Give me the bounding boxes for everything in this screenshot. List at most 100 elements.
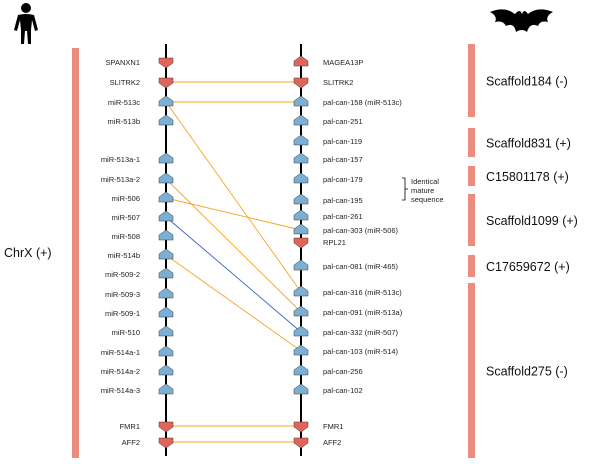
bat-gene-label: pal-can-316 (miR-513c) bbox=[323, 288, 402, 297]
human-mir-513a-2-marker bbox=[158, 172, 174, 184]
bat-magea13p-marker bbox=[293, 55, 309, 67]
bat-gene-label: pal-can-251 bbox=[323, 117, 363, 126]
scaffold-bar bbox=[468, 194, 475, 246]
human-mir-514a-3-marker bbox=[158, 383, 174, 395]
human-gene-label: miR-513a-2 bbox=[101, 175, 140, 184]
bat-gene-label: pal-can-256 bbox=[323, 367, 363, 376]
human-gene-label: miR-506 bbox=[112, 194, 140, 203]
bat-scaffold-track: Scaffold184 (-)Scaffold831 (+)C15801178 … bbox=[468, 44, 578, 458]
human-mir-509-1-marker bbox=[158, 306, 174, 318]
human-gene-label: miR-509-2 bbox=[105, 270, 140, 279]
human-gene-label: miR-514b bbox=[107, 251, 140, 260]
scaffold-bar bbox=[468, 283, 475, 458]
human-gene-label: SPANXN1 bbox=[106, 58, 140, 67]
bat-pal-can-316-mir-513c-marker bbox=[293, 285, 309, 297]
bat-gene-label: pal-can-195 bbox=[323, 196, 363, 205]
scaffold-label: C17659672 (+) bbox=[486, 260, 570, 274]
human-mir-513a-1-marker bbox=[158, 152, 174, 164]
bat-pal-can-158-mir-513c-marker bbox=[293, 95, 309, 107]
bat-pal-can-261-marker bbox=[293, 209, 309, 221]
bat-pal-can-119-marker bbox=[293, 134, 309, 146]
ortholog-link bbox=[165, 216, 302, 333]
bat-gene-label: FMR1 bbox=[323, 422, 343, 431]
scaffold-label: C15801178 (+) bbox=[486, 170, 569, 184]
human-gene-label: miR-509-1 bbox=[105, 309, 140, 318]
annotation-line-1: Identical bbox=[411, 177, 439, 186]
human-gene-label: miR-514a-2 bbox=[101, 367, 140, 376]
human-gene-label: FMR1 bbox=[120, 422, 140, 431]
bat-gene-label: pal-can-091 (miR-513a) bbox=[323, 308, 403, 317]
scaffold-bar bbox=[468, 128, 475, 157]
human-gene-label: miR-507 bbox=[112, 213, 140, 222]
human-gene-label: miR-514a-1 bbox=[101, 348, 140, 357]
scaffold-label: Scaffold1099 (+) bbox=[486, 214, 578, 228]
human-mir-513b-marker bbox=[158, 114, 174, 126]
bat-pal-can-332-mir-507-marker bbox=[293, 325, 309, 337]
human-gene-label: miR-514a-3 bbox=[101, 386, 140, 395]
bat-gene-label: RPL21 bbox=[323, 238, 346, 247]
bat-silhouette-icon bbox=[490, 9, 553, 32]
bat-gene-label: pal-can-158 (miR-513c) bbox=[323, 98, 402, 107]
bat-gene-label: pal-can-179 bbox=[323, 175, 363, 184]
human-gene-label: miR-508 bbox=[112, 232, 140, 241]
bat-gene-label: pal-can-081 (miR-465) bbox=[323, 262, 399, 271]
human-slitrk2-marker bbox=[158, 77, 174, 89]
bat-aff2-marker bbox=[293, 437, 309, 449]
human-fmr1-marker bbox=[158, 421, 174, 433]
bat-pal-can-195-marker bbox=[293, 193, 309, 205]
ortholog-link bbox=[165, 197, 302, 231]
human-spanxn1-marker bbox=[158, 57, 174, 69]
bat-gene-label: pal-can-102 bbox=[323, 386, 363, 395]
annotation-line-3: sequence bbox=[411, 195, 444, 204]
bat-gene-track: MAGEA13P SLITRK2 pal-can-158 (miR-513c) pal… bbox=[293, 55, 403, 449]
bat-gene-label: MAGEA13P bbox=[323, 58, 363, 67]
human-gene-label: SLITRK2 bbox=[110, 78, 140, 87]
human-mir-513c-marker bbox=[158, 95, 174, 107]
ortholog-link bbox=[165, 101, 302, 293]
human-chromosome-bar bbox=[72, 48, 79, 458]
human-mir-514a-2-marker bbox=[158, 364, 174, 376]
scaffold-label: Scaffold275 (-) bbox=[486, 365, 568, 379]
scaffold-label: Scaffold831 (+) bbox=[486, 137, 571, 151]
bat-rpl21-marker bbox=[293, 237, 309, 249]
ortholog-link bbox=[165, 254, 302, 352]
scaffold-bar bbox=[468, 166, 475, 186]
ortholog-links bbox=[165, 81, 302, 443]
bat-pal-can-157-marker bbox=[293, 152, 309, 164]
human-aff2-marker bbox=[158, 437, 174, 449]
bat-gene-label: pal-can-119 bbox=[323, 137, 362, 146]
bat-gene-label: pal-can-261 bbox=[323, 212, 363, 221]
human-mir-510-marker bbox=[158, 325, 174, 337]
bat-gene-label: pal-can-303 (miR-506) bbox=[323, 226, 399, 235]
bat-slitrk2-marker bbox=[293, 77, 309, 89]
bat-fmr1-marker bbox=[293, 421, 309, 433]
identical-sequence-annotation: Identical mature sequence bbox=[402, 177, 444, 204]
human-gene-label: miR-513b bbox=[107, 117, 140, 126]
bat-gene-label: SLITRK2 bbox=[323, 78, 353, 87]
human-mir-506-marker bbox=[158, 191, 174, 203]
bat-pal-can-251-marker bbox=[293, 114, 309, 126]
human-mir-509-3-marker bbox=[158, 287, 174, 299]
chromosome-label: ChrX (+) bbox=[4, 246, 52, 260]
bat-pal-can-102-marker bbox=[293, 383, 309, 395]
human-silhouette-icon bbox=[14, 3, 38, 44]
ortholog-link bbox=[165, 178, 302, 313]
bat-gene-label: pal-can-332 (miR-507) bbox=[323, 328, 399, 337]
scaffold-bar bbox=[468, 255, 475, 277]
bat-gene-label: AFF2 bbox=[323, 438, 341, 447]
human-mir-507-marker bbox=[158, 210, 174, 222]
bat-pal-can-303-mir-506-marker bbox=[293, 223, 309, 235]
human-gene-label: miR-509-3 bbox=[105, 290, 140, 299]
human-gene-label: miR-513a-1 bbox=[101, 155, 140, 164]
bat-gene-label: pal-can-103 (miR-514) bbox=[323, 347, 399, 356]
human-gene-label: AFF2 bbox=[122, 438, 140, 447]
human-mir-514b-marker bbox=[158, 248, 174, 260]
bat-gene-label: pal-can-157 bbox=[323, 155, 363, 164]
bat-pal-can-081-mir-465-marker bbox=[293, 259, 309, 271]
human-gene-label: miR-513c bbox=[108, 98, 140, 107]
annotation-line-2: mature bbox=[411, 186, 434, 195]
bat-pal-can-091-mir-513a-marker bbox=[293, 305, 309, 317]
